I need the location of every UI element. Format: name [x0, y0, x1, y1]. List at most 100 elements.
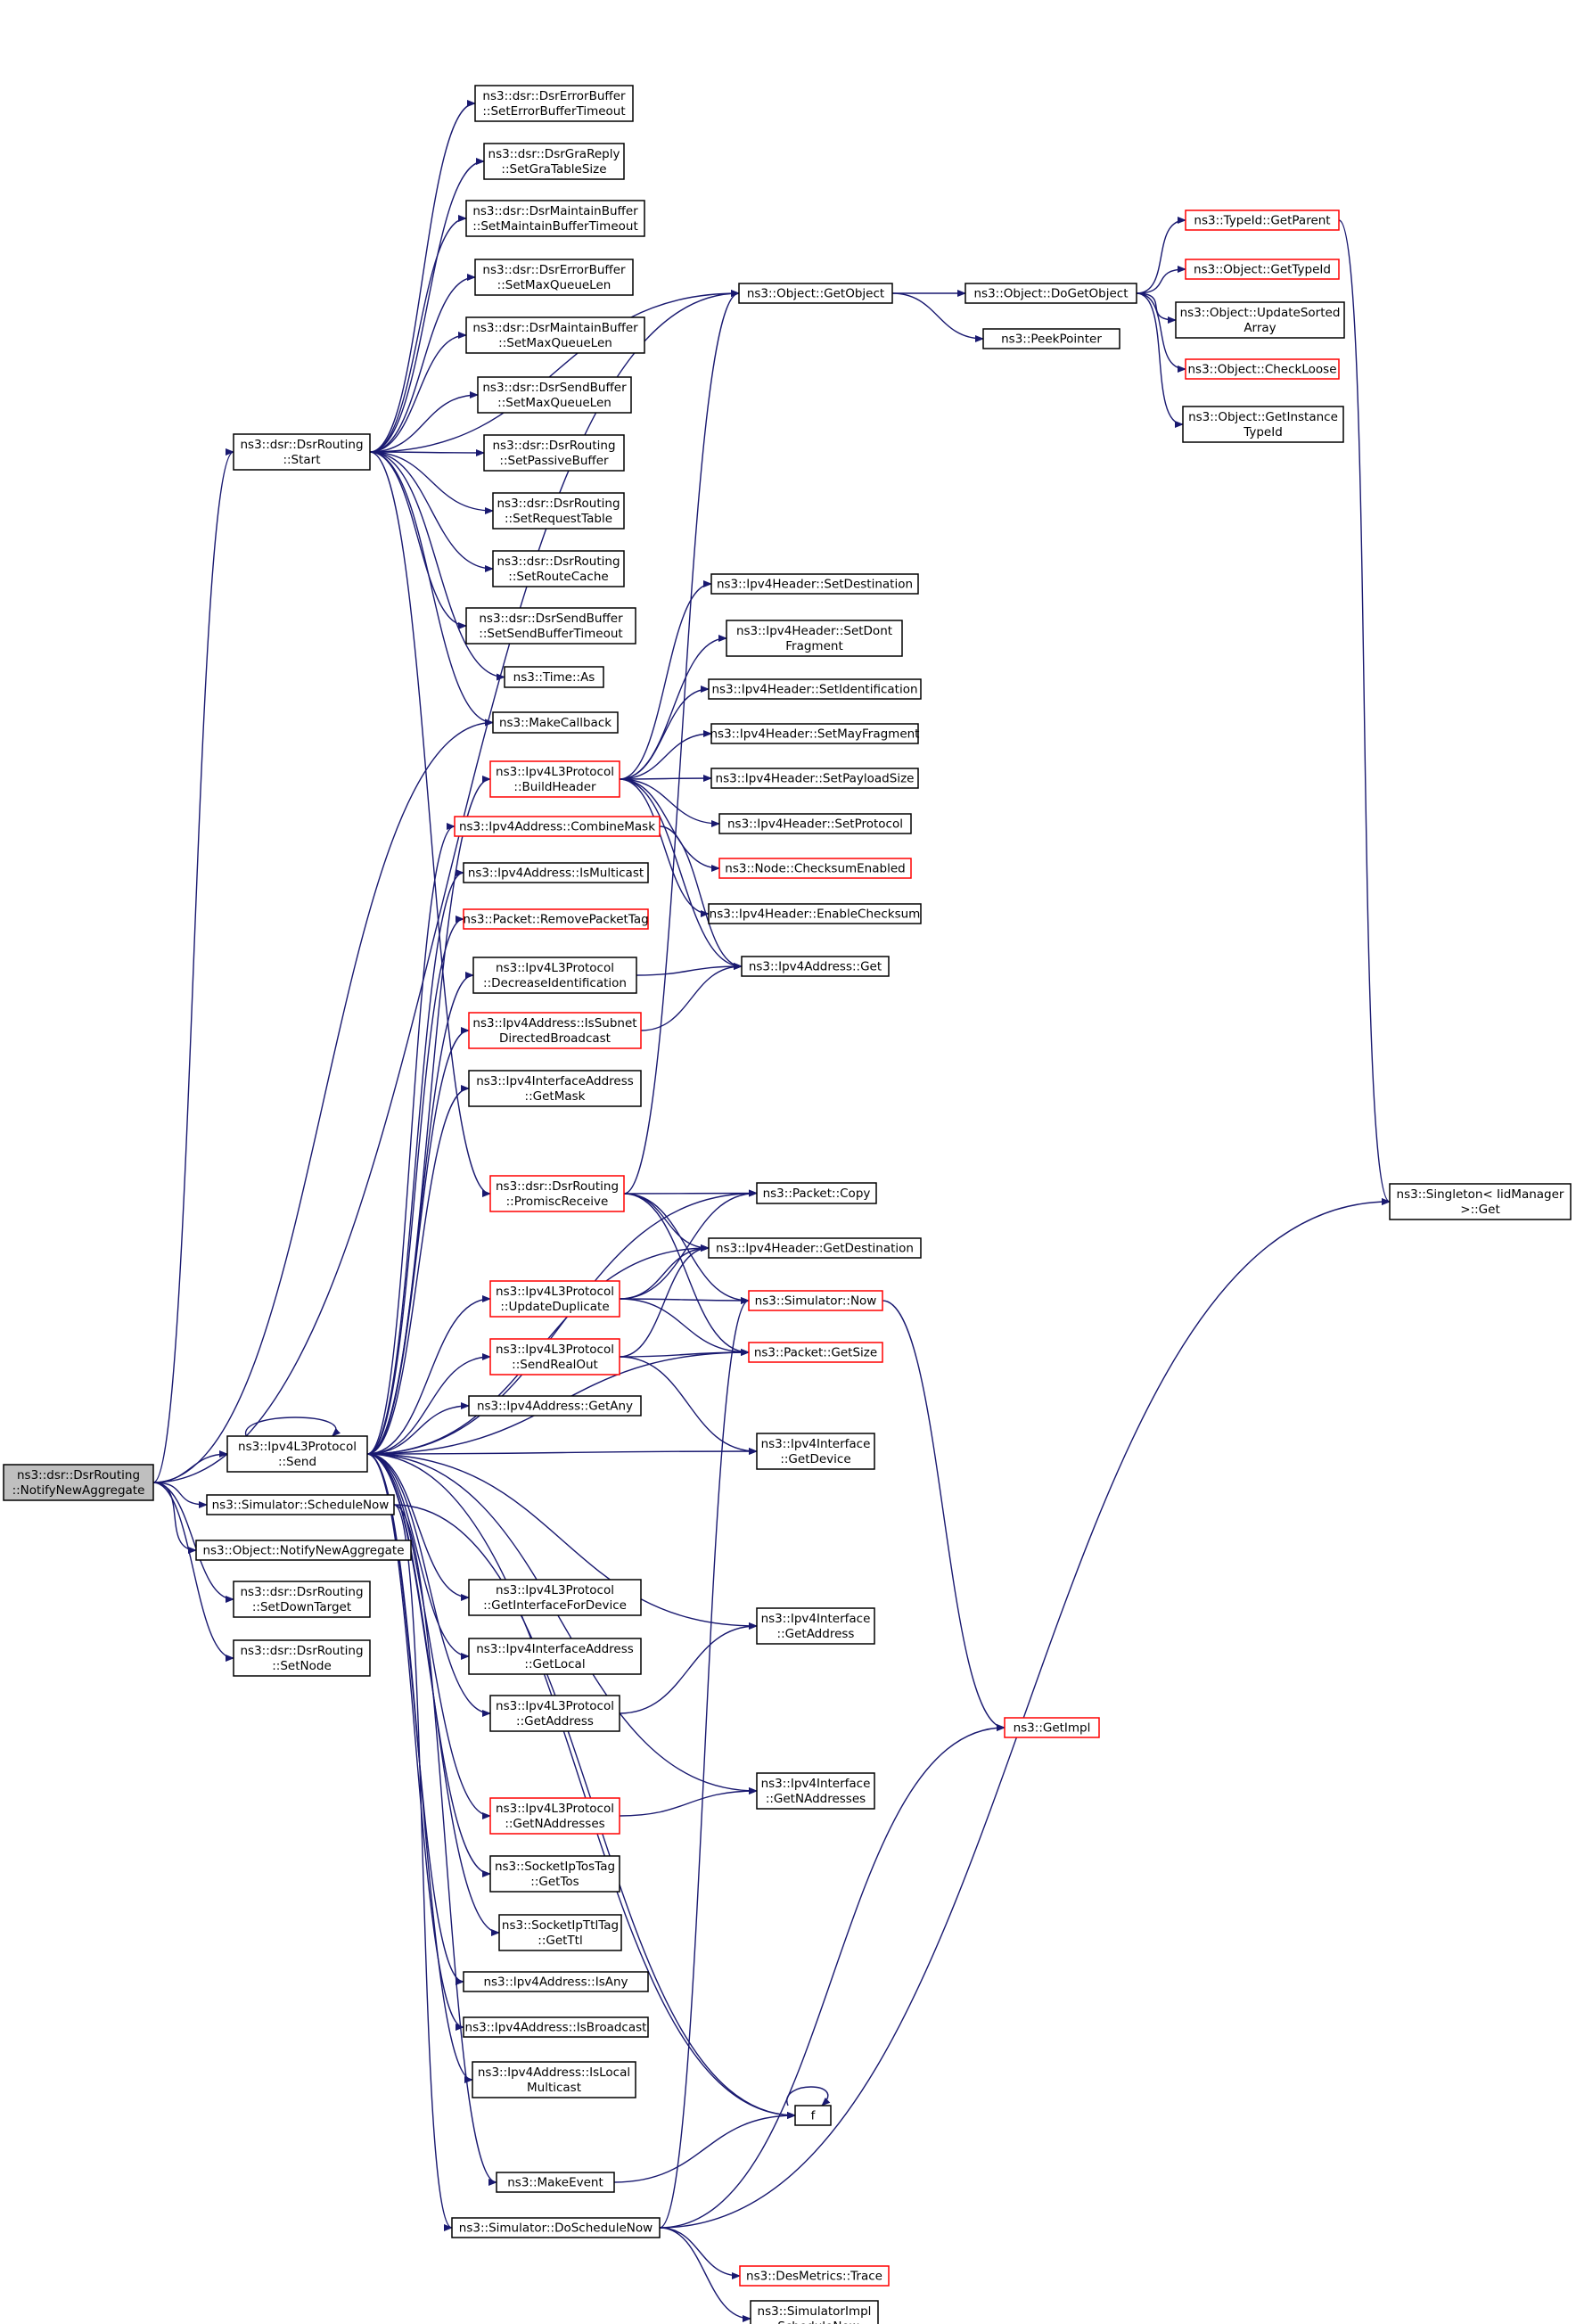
node-ns3-packet-getsize[interactable]: ns3::Packet::GetSize — [748, 1342, 883, 1363]
node-ns3-singleton-iidmanager-get[interactable]: ns3::Singleton< IidManager>::Get — [1389, 1183, 1572, 1220]
node-label: ns3::MakeCallback — [499, 716, 612, 730]
node-ns3-ipv4header-setprotocol[interactable]: ns3::Ipv4Header::SetProtocol — [718, 813, 912, 834]
node-ns3-ipv4address-ismulticast[interactable]: ns3::Ipv4Address::IsMulticast — [463, 862, 649, 883]
node-ns3-ipv4l3protocol-getaddress[interactable]: ns3::Ipv4L3Protocol::GetAddress — [489, 1695, 620, 1732]
node-ns3-simulator-schedulenow[interactable]: ns3::Simulator::ScheduleNow — [206, 1494, 395, 1515]
node-ns3-socketiptostag-gettos[interactable]: ns3::SocketIpTosTag::GetTos — [489, 1855, 620, 1893]
node-ns3-dsr-dsrrouting-setrequesttable[interactable]: ns3::dsr::DsrRouting::SetRequestTable — [492, 492, 625, 530]
node-box — [465, 607, 636, 645]
node-ns3-object-gettypeid[interactable]: ns3::Object::GetTypeId — [1185, 259, 1340, 280]
node-ns3-packet-removepackettag[interactable]: ns3::Packet::RemovePacketTag — [463, 908, 649, 930]
node-box — [708, 903, 922, 924]
node-ns3-ipv4interfaceaddress-getmask[interactable]: ns3::Ipv4InterfaceAddress::GetMask — [468, 1070, 642, 1107]
node-ns3-ipv4header-setidentification[interactable]: ns3::Ipv4Header::SetIdentification — [708, 678, 922, 700]
edge-l3_getaddress-to-iface_getaddress — [619, 1622, 758, 1714]
node-ns3-time-as[interactable]: ns3::Time::As — [504, 666, 604, 688]
node-ns3-peekpointer[interactable]: ns3::PeekPointer — [982, 328, 1120, 349]
node-ns3-object-getobject[interactable]: ns3::Object::GetObject — [738, 283, 893, 304]
node-ns3-object-checkloose[interactable]: ns3::Object::CheckLoose — [1185, 358, 1340, 380]
node-ns3-dsr-dsrrouting-start[interactable]: ns3::dsr::DsrRouting::Start — [233, 433, 371, 471]
node-label: ::GetDevice — [780, 1452, 850, 1466]
node-ns3-ipv4header-getdestination[interactable]: ns3::Ipv4Header::GetDestination — [708, 1237, 922, 1259]
node-ns3-dsr-dsrrouting-setnode[interactable]: ns3::dsr::DsrRouting::SetNode — [233, 1639, 371, 1677]
node-ns3-dsr-dsrrouting-promiscreceive[interactable]: ns3::dsr::DsrRouting::PromiscReceive — [489, 1175, 625, 1212]
node-ns3-ipv4address-isbroadcast[interactable]: ns3::Ipv4Address::IsBroadcast — [463, 2016, 649, 2038]
node-ns3-ipv4l3protocol-getinterfacefordevice[interactable]: ns3::Ipv4L3Protocol::GetInterfaceForDevi… — [468, 1579, 642, 1616]
node-ns3-dsr-dsrerrorbuffer-setmaxqueuelen[interactable]: ns3::dsr::DsrErrorBuffer::SetMaxQueueLen — [474, 259, 634, 296]
node-ns3-dsr-dsrsendbuffer-setmaxqueuelen[interactable]: ns3::dsr::DsrSendBuffer::SetMaxQueueLen — [477, 376, 632, 414]
node-ns3-getimpl[interactable]: ns3::GetImpl — [1004, 1717, 1100, 1738]
node-box — [750, 2300, 879, 2324]
node-ns3-dsr-dsrmaintainbuffer-setmaxqueuelen[interactable]: ns3::dsr::DsrMaintainBuffer::SetMaxQueue… — [465, 316, 645, 354]
node-ns3-ipv4address-combinemask[interactable]: ns3::Ipv4Address::CombineMask — [454, 816, 661, 837]
node-ns3-simulator-doschedulenow[interactable]: ns3::Simulator::DoScheduleNow — [451, 2217, 661, 2238]
node-ns3-ipv4header-setpayloadsize[interactable]: ns3::Ipv4Header::SetPayloadSize — [710, 768, 919, 789]
node-label: ns3::Ipv4L3Protocol — [238, 1440, 357, 1454]
node-ns3-dsr-dsrrouting-setpassivebuffer[interactable]: ns3::dsr::DsrRouting::SetPassiveBuffer — [483, 434, 625, 472]
node-box — [463, 908, 649, 930]
node-ns3-simulatorimpl-schedulenow[interactable]: ns3::SimulatorImpl::ScheduleNow — [750, 2300, 879, 2324]
node-ns3-socketipttltag-getttl[interactable]: ns3::SocketIpTtlTag::GetTtl — [498, 1914, 622, 1951]
node-label: ::SetPassiveBuffer — [499, 454, 609, 468]
node-f[interactable]: f — [794, 2105, 832, 2126]
node-label: ns3::dsr::DsrRouting — [17, 1468, 140, 1482]
edge-send-to-l3_getnaddr — [366, 1453, 491, 1819]
node-ns3-object-dogetobject[interactable]: ns3::Object::DoGetObject — [964, 283, 1137, 304]
node-ns3-dsr-dsrerrorbuffer-seterrorbuffertimeout[interactable]: ns3::dsr::DsrErrorBuffer::SetErrorBuffer… — [474, 85, 634, 122]
node-label: ns3::dsr::DsrRouting — [240, 1644, 363, 1658]
node-ns3-ipv4address-getany[interactable]: ns3::Ipv4Address::GetAny — [468, 1395, 642, 1417]
node-ns3-ipv4interfaceaddress-getlocal[interactable]: ns3::Ipv4InterfaceAddress::GetLocal — [468, 1638, 642, 1675]
node-label: ns3::Ipv4InterfaceAddress — [476, 1642, 634, 1656]
node-ns3-ipv4header-setdestination[interactable]: ns3::Ipv4Header::SetDestination — [710, 573, 919, 595]
node-ns3-typeid-getparent[interactable]: ns3::TypeId::GetParent — [1185, 209, 1340, 231]
node-ns3-simulator-now[interactable]: ns3::Simulator::Now — [748, 1290, 883, 1311]
node-ns3-ipv4address-issubnet-directedbroadcast[interactable]: ns3::Ipv4Address::IsSubnetDirectedBroadc… — [468, 1012, 642, 1049]
node-ns3-makecallback[interactable]: ns3::MakeCallback — [492, 711, 619, 734]
node-ns3-ipv4l3protocol-send[interactable]: ns3::Ipv4L3Protocol::Send — [226, 1435, 368, 1473]
node-ns3-node-checksumenabled[interactable]: ns3::Node::ChecksumEnabled — [718, 858, 912, 879]
node-ns3-makeevent[interactable]: ns3::MakeEvent — [496, 2172, 615, 2193]
node-ns3-desmetrics-trace[interactable]: ns3::DesMetrics::Trace — [739, 2265, 890, 2287]
node-label: ::PromiscReceive — [506, 1195, 609, 1209]
node-ns3-dsr-dsrrouting-setdowntarget[interactable]: ns3::dsr::DsrRouting::SetDownTarget — [233, 1581, 371, 1618]
node-box — [489, 1855, 620, 1893]
node-ns3-ipv4address-isany[interactable]: ns3::Ipv4Address::IsAny — [463, 1971, 649, 1992]
node-ns3-ipv4interface-getaddress[interactable]: ns3::Ipv4Interface::GetAddress — [756, 1607, 875, 1645]
node-ns3-ipv4l3protocol-getnaddresses[interactable]: ns3::Ipv4L3Protocol::GetNAddresses — [489, 1797, 620, 1835]
node-ns3-dsr-dsrmaintainbuffer-setmaintainbuffertimeout[interactable]: ns3::dsr::DsrMaintainBuffer::SetMaintain… — [465, 200, 645, 237]
node-box — [794, 2105, 832, 2126]
node-ns3-dsr-dsrsendbuffer-setsendbuffertimeout[interactable]: ns3::dsr::DsrSendBuffer::SetSendBufferTi… — [465, 607, 636, 645]
node-label: ns3::SocketIpTosTag — [495, 1860, 615, 1874]
node-ns3-ipv4l3protocol-decreaseidentification[interactable]: ns3::Ipv4L3Protocol::DecreaseIdentificat… — [472, 957, 637, 994]
node-ns3-dsr-dsrrouting-notifynewaggregate[interactable]: ns3::dsr::DsrRouting::NotifyNewAggregate — [3, 1464, 154, 1501]
node-ns3-ipv4l3protocol-sendrealout[interactable]: ns3::Ipv4L3Protocol::SendRealOut — [489, 1338, 620, 1376]
node-ns3-ipv4l3protocol-buildheader[interactable]: ns3::Ipv4L3Protocol::BuildHeader — [489, 760, 620, 798]
node-ns3-ipv4interface-getnaddresses[interactable]: ns3::Ipv4Interface::GetNAddresses — [756, 1772, 875, 1810]
node-ns3-ipv4address-get[interactable]: ns3::Ipv4Address::Get — [741, 956, 890, 977]
node-ns3-dsr-dsrrouting-setroutecache[interactable]: ns3::dsr::DsrRouting::SetRouteCache — [492, 550, 625, 587]
node-ns3-ipv4interface-getdevice[interactable]: ns3::Ipv4Interface::GetDevice — [756, 1433, 875, 1470]
node-label: ns3::dsr::DsrGraReply — [488, 147, 620, 161]
node-ns3-ipv4header-setmayfragment[interactable]: ns3::Ipv4Header::SetMayFragment — [710, 723, 920, 744]
node-label: ns3::Simulator::ScheduleNow — [212, 1499, 390, 1513]
edge-root-to-schedulenow — [152, 1482, 208, 1508]
node-box — [477, 376, 632, 414]
node-ns3-object-notifynewaggregate[interactable]: ns3::Object::NotifyNewAggregate — [195, 1540, 412, 1561]
node-ns3-packet-copy[interactable]: ns3::Packet::Copy — [756, 1182, 877, 1204]
node-box — [718, 813, 912, 834]
edge-start-to-sendbuf_timeout — [369, 451, 467, 629]
node-label: ::SetSendBufferTimeout — [479, 627, 622, 641]
node-ns3-dsr-dsrgrareply-setgratablesize[interactable]: ns3::dsr::DsrGraReply::SetGraTableSize — [483, 143, 625, 180]
node-label: ns3::Packet::Copy — [763, 1187, 871, 1201]
node-label: ns3::Ipv4Interface — [761, 1612, 871, 1626]
node-ns3-ipv4header-enablechecksum[interactable]: ns3::Ipv4Header::EnableChecksum — [708, 903, 922, 924]
node-box — [233, 433, 371, 471]
edge-root-to-getobject — [152, 290, 740, 1483]
node-ns3-ipv4l3protocol-updateduplicate[interactable]: ns3::Ipv4L3Protocol::UpdateDuplicate — [489, 1280, 620, 1318]
node-label: ::GetLocal — [524, 1657, 585, 1671]
